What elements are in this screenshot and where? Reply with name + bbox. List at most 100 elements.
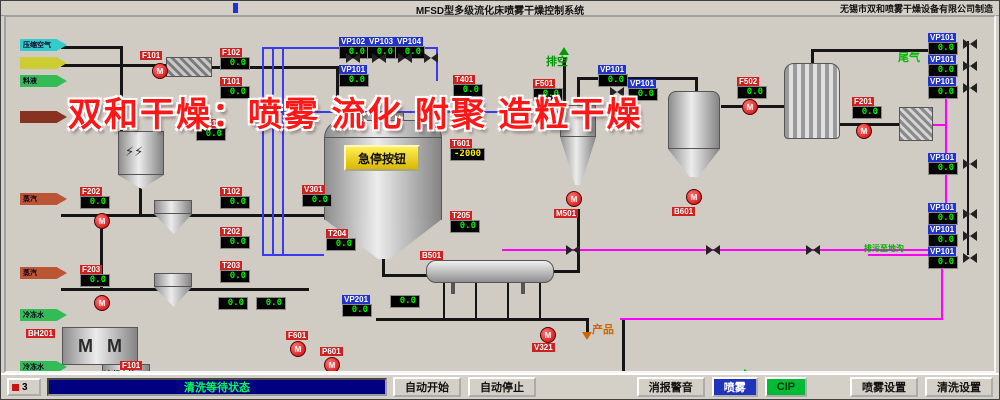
valve-icon[interactable] [346, 53, 360, 63]
pipe [577, 77, 697, 80]
pipe [620, 318, 942, 320]
button-cip[interactable]: CIP [764, 377, 808, 397]
pump-icon[interactable]: M [540, 327, 556, 343]
pipe [933, 124, 947, 126]
instrument-tag: VP101 [928, 55, 957, 64]
pipe [61, 64, 167, 67]
pipe [811, 49, 933, 52]
valve-icon[interactable] [424, 53, 438, 63]
instrument-value: 0.0 [80, 274, 110, 287]
stream-arrow: 蒸汽 [20, 193, 67, 205]
button-auto-start[interactable]: 自动开始 [393, 377, 461, 397]
pump-icon[interactable]: M [856, 123, 872, 139]
valve-icon[interactable] [610, 87, 624, 97]
pump-icon[interactable]: M [742, 99, 758, 115]
valve-icon[interactable] [963, 231, 977, 241]
valve-icon[interactable] [372, 53, 386, 63]
vent-arrow [559, 47, 569, 55]
instrument-tag: VP102 [339, 37, 368, 46]
pipe [967, 41, 969, 255]
diagram-label: 产品 [592, 324, 614, 336]
pipe [551, 270, 579, 273]
instrument-value: 0.0 [533, 88, 563, 101]
valve-icon[interactable] [963, 253, 977, 263]
pipe [262, 47, 264, 255]
pipe [622, 318, 625, 371]
button-mute-alarm[interactable]: 消报警音 [636, 377, 705, 397]
pump-icon[interactable]: M [94, 295, 110, 311]
valve-icon[interactable] [706, 245, 720, 255]
diagram-label: 排污至地沟 [864, 244, 904, 253]
pipe [941, 225, 943, 320]
toolbar-spacer [543, 387, 630, 388]
instrument-value: 0.0 [598, 74, 628, 87]
diagram-label: 尾气 [898, 52, 920, 64]
pipe [376, 318, 588, 321]
cyclone-a-cone [154, 214, 192, 234]
instrument-tag: B501 [420, 251, 444, 260]
valve-icon[interactable] [963, 61, 977, 71]
vessel-b601-cone [668, 149, 720, 177]
instrument-tag: VP101 [928, 33, 957, 42]
instrument-tag: VP101 [928, 225, 957, 234]
instrument-B601: B601 [672, 207, 696, 216]
valve-icon[interactable] [963, 159, 977, 169]
valve-icon[interactable] [963, 39, 977, 49]
pipe [577, 209, 580, 273]
pipe [586, 318, 589, 334]
product-arrow [582, 332, 592, 340]
pump-icon[interactable]: M [686, 189, 702, 205]
instrument-value: 0.0 [852, 106, 882, 119]
valve-icon[interactable] [398, 53, 412, 63]
instrument-value: 0.0 [220, 270, 250, 283]
instrument-tag: P601 [320, 347, 343, 356]
instrument-tag: VP101 [928, 247, 957, 256]
instrument-value: 0.0 [196, 128, 226, 141]
instrument-tag: T204 [326, 229, 349, 238]
instrument-value: 0.0 [339, 74, 369, 87]
valve-icon[interactable] [963, 83, 977, 93]
instrument-BH201: BH201 [26, 329, 55, 338]
cyclone-b-body [154, 273, 192, 287]
instrument-tag: F502 [737, 77, 760, 86]
pipe [539, 283, 541, 319]
alarm-counter[interactable]: 3 [7, 378, 41, 396]
valve-icon[interactable] [806, 245, 820, 255]
pump-icon[interactable]: M [94, 213, 110, 229]
watermark-body: 喷雾 流化 附聚 造粒干燥 [248, 96, 643, 134]
pump-icon[interactable]: M [566, 191, 582, 207]
instrument-value: 0.0 [928, 64, 958, 77]
valve-icon[interactable] [566, 245, 580, 255]
instrument-value: 0.0 [256, 297, 286, 310]
pump-icon[interactable]: M [324, 357, 340, 371]
pump-icon[interactable]: M [290, 341, 306, 357]
emergency-stop-button[interactable]: 急停按钮 [344, 145, 420, 171]
window-title: MFSD型多级流化床喷雾干燥控制系统 [415, 6, 585, 17]
pipe [475, 283, 477, 319]
instrument-value: -2000 [450, 148, 486, 161]
pump-icon[interactable]: M [152, 63, 168, 79]
valve-icon[interactable] [963, 209, 977, 219]
alarm-count: 3 [22, 381, 28, 393]
instrument-value: 0.0 [928, 86, 958, 99]
air-heater [166, 57, 212, 77]
button-auto-stop[interactable]: 自动停止 [468, 377, 536, 397]
button-clean-settings[interactable]: 清洗设置 [925, 377, 994, 397]
button-spray-settings[interactable]: 喷雾设置 [850, 377, 919, 397]
button-spray[interactable]: 喷雾 [711, 377, 758, 397]
diagram-label: 冷凝水箱 [104, 369, 136, 371]
instrument-tag: VP101 [598, 65, 627, 74]
